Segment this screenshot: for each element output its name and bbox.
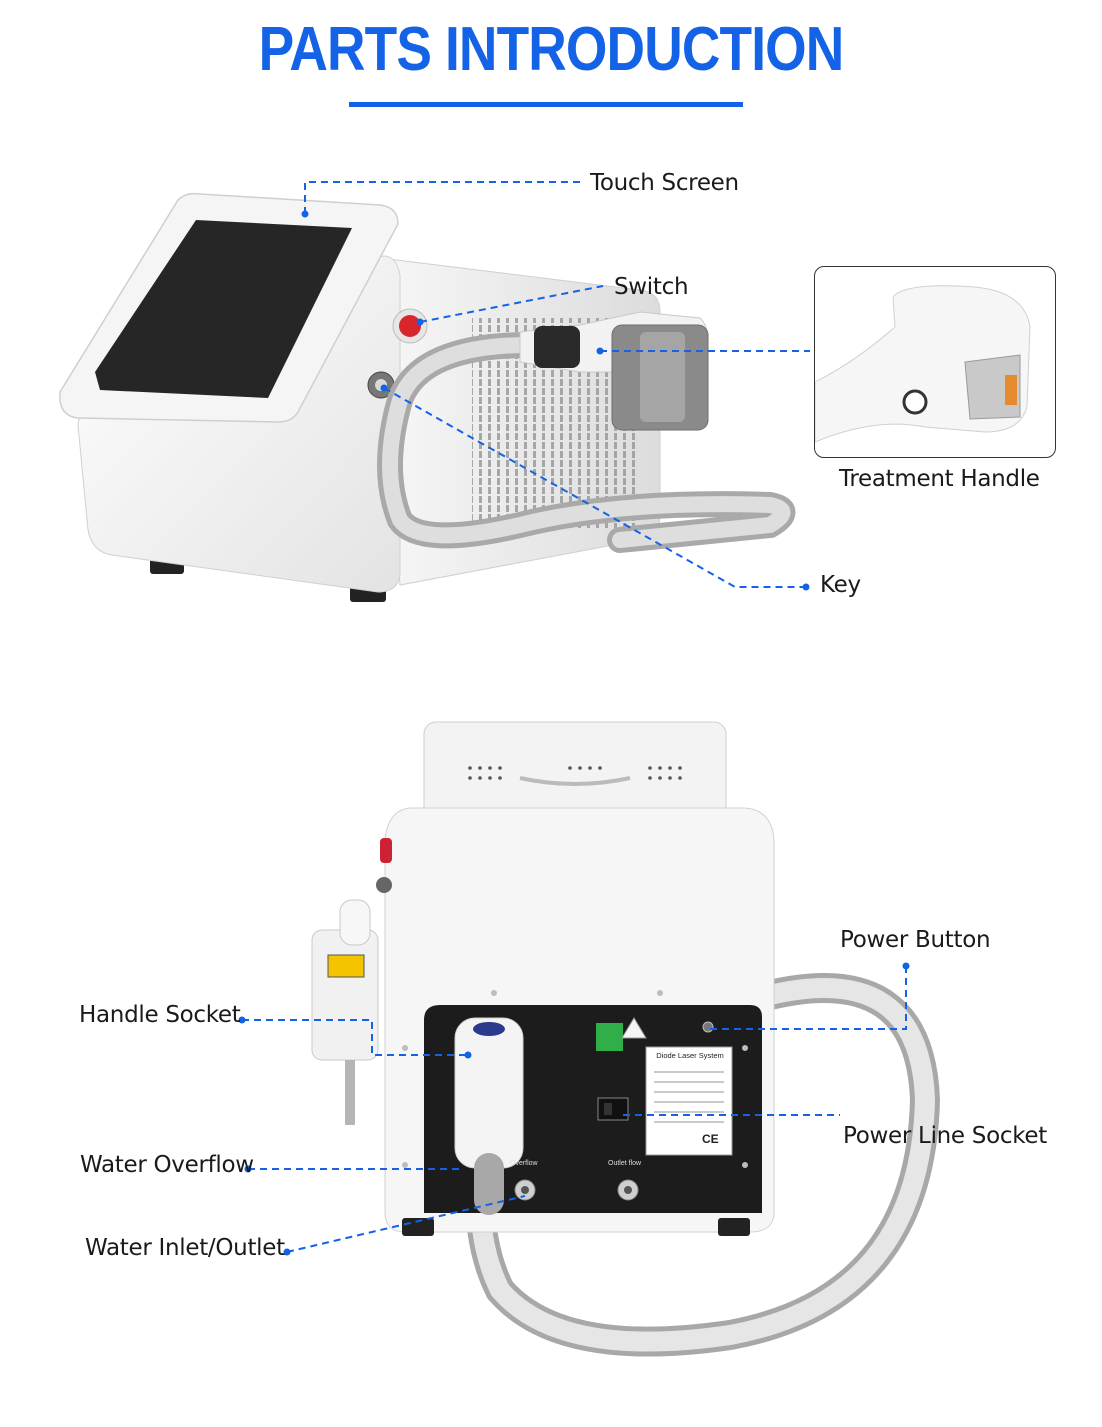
back-machine [311, 721, 941, 1357]
callout-dot [416, 318, 424, 326]
key-label: Key [820, 572, 861, 598]
front-callouts [304, 181, 810, 588]
overflow-port-label: Overflow [510, 1160, 538, 1167]
callout-dot [596, 347, 604, 355]
power-button [702, 1021, 714, 1033]
treatment-handle-closeup [815, 285, 1031, 443]
touch-screen-display [95, 220, 352, 398]
rear-cable-highlight [470, 978, 936, 1352]
power-button-leader [710, 966, 907, 1030]
handle-cable-highlight [382, 337, 791, 548]
handle-holder-face [640, 332, 685, 422]
power-button-label: Power Button [840, 927, 991, 953]
back-callout-dots [238, 962, 910, 1256]
nameplate-lines [654, 1071, 724, 1123]
title-underline [349, 102, 743, 107]
handle-plug [454, 1017, 524, 1169]
back-foot [718, 1218, 750, 1236]
warning-label [327, 954, 365, 978]
outlet-port-label: Outlet flow [608, 1160, 642, 1167]
water-overflow-label: Water Overflow [80, 1152, 254, 1178]
handle-socket-label: Handle Socket [79, 1002, 241, 1028]
nameplate [645, 1046, 733, 1156]
callout-dot [380, 384, 388, 392]
back-callouts [242, 966, 907, 1253]
side-handle [339, 899, 371, 946]
side-handle-stem [345, 1060, 355, 1125]
green-label [596, 1023, 623, 1051]
side-switch [380, 838, 392, 863]
power-line-socket-label: Power Line Socket [843, 1123, 1047, 1149]
treatment-handle-inset [814, 266, 1056, 458]
page-title: PARTS INTRODUCTION [258, 15, 845, 84]
callout-dot [301, 210, 309, 218]
treatment-handle-label: Treatment Handle [839, 466, 1040, 492]
handle-socket-leader [242, 1019, 468, 1056]
emergency-switch [399, 315, 421, 337]
hazard-label [621, 1017, 647, 1039]
power-line-socket [597, 1097, 629, 1121]
touch-screen-label: Touch Screen [590, 170, 739, 196]
key-leader [383, 387, 806, 588]
switch-label: Switch [614, 274, 689, 300]
handle-button-icon [902, 389, 928, 415]
handle-strain-relief [534, 326, 580, 368]
nameplate-title: Diode Laser System [656, 1051, 724, 1060]
front-callout-dots [301, 210, 810, 591]
side-knob [376, 877, 392, 893]
water-inlet-outlet-label: Water Inlet/Outlet [85, 1235, 285, 1261]
carry-handle [519, 776, 631, 786]
handle-plug-cap [473, 1022, 505, 1036]
water-inlet-outlet-leader [286, 1195, 526, 1253]
rear-vent-dots [468, 766, 682, 780]
rear-screen-housing [423, 721, 727, 823]
side-handle-holder [311, 929, 379, 1061]
screws [402, 990, 748, 1168]
front-machine [59, 192, 795, 602]
ce-mark: CE [702, 1132, 719, 1146]
callout-dot [802, 583, 810, 591]
